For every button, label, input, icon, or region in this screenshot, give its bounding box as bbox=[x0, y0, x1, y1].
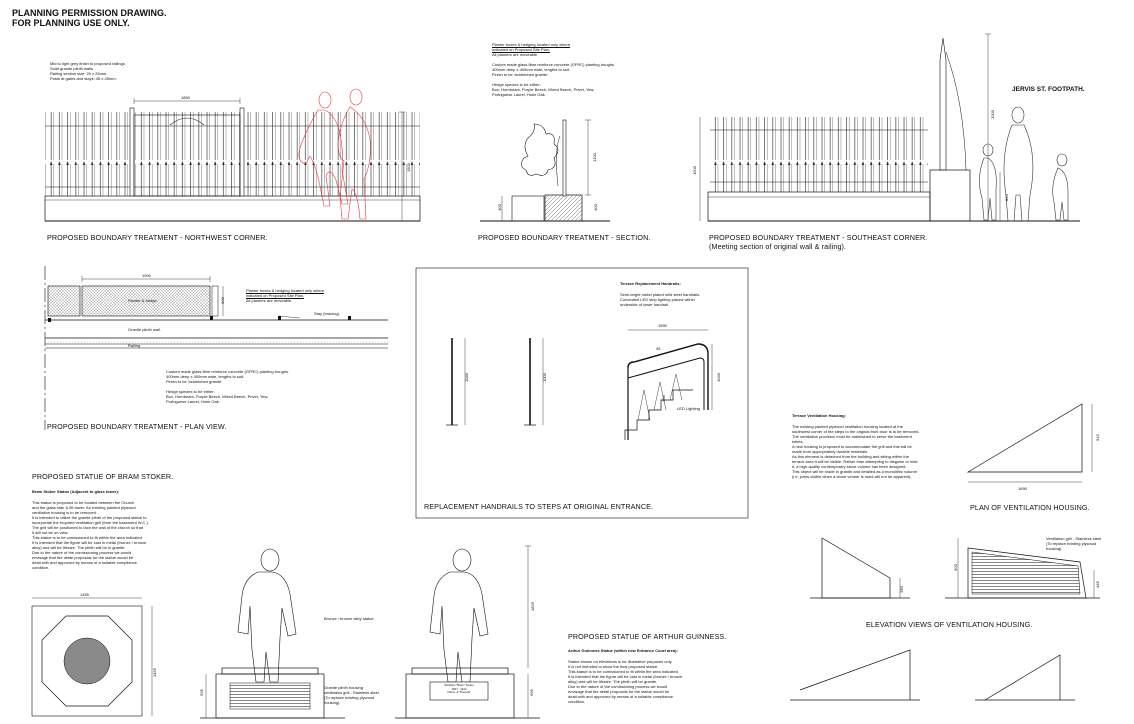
caption-guinness: PROPOSED STATUE OF ARTHUR GUINNESS. bbox=[568, 632, 727, 641]
caption-vent-plan: PLAN OF VENTILATION HOUSING. bbox=[970, 503, 1090, 512]
planter-section-body: All planters are moveable. Custom made g… bbox=[492, 52, 616, 97]
vent-plan bbox=[966, 403, 1093, 483]
bronze-note: Bronze / bronze alloy statue. bbox=[324, 616, 375, 621]
caption-vent-elevations: ELEVATION VIEWS OF VENTILATION HOUSING. bbox=[866, 620, 1033, 629]
handrails-title: Terrace Replacement Handrails: bbox=[620, 281, 681, 286]
statue-plaque: Abraham "Bram" Stoker 1847 - 1912 Author… bbox=[444, 683, 474, 695]
handrails-panel bbox=[415, 267, 749, 519]
led-lighting-label: LED Lighting bbox=[677, 406, 700, 411]
planter-plan-body: All planters are moveable. bbox=[246, 298, 293, 303]
sheet-title: PLANNING PERMISSION DRAWING. bbox=[12, 8, 167, 18]
dim-vent-915: 915 bbox=[1094, 434, 1100, 441]
dim-section-400b: 400 bbox=[592, 204, 598, 211]
dim-elev-280: 280 bbox=[898, 586, 904, 593]
gfrc-plan-note: Custom made glass fibre reinforce concre… bbox=[166, 369, 290, 404]
dim-hr-1000: 1000 bbox=[541, 373, 547, 382]
planter-hedge-label: Planter & hedge. bbox=[128, 298, 158, 303]
dim-stoker-1455b: 1455 bbox=[151, 668, 157, 677]
dim-elev-445: 445 bbox=[1094, 581, 1100, 588]
dim-stoker-1455a: 1455 bbox=[80, 592, 89, 597]
vent-elevations bbox=[790, 537, 1100, 701]
railing-spec-note: Mid to light grey finish to proposed rai… bbox=[50, 61, 126, 81]
dim-stoker-1825: 1825 bbox=[529, 602, 535, 611]
vent-grill-note: Ventilation grill - Stainless steel. (To… bbox=[1046, 536, 1103, 551]
section-drawing bbox=[480, 119, 610, 222]
granite-grill-note: Granite plinth housing ventilation grill… bbox=[324, 685, 380, 705]
caption-handrails: REPLACEMENT HANDRAILS TO STEPS AT ORIGIN… bbox=[424, 502, 654, 511]
plan-view bbox=[44, 266, 388, 430]
guinness-body: Statue shown on elevations is for illust… bbox=[568, 659, 683, 704]
caption-plan-view: PROPOSED BOUNDARY TREATMENT - PLAN VIEW. bbox=[47, 422, 227, 431]
planter-plan-title: Planter boxes & hedging located only whe… bbox=[246, 288, 325, 298]
guinness-title: Arthur Guinness Statue (within new Entra… bbox=[568, 648, 678, 653]
se-elevation bbox=[699, 33, 1080, 222]
handrails-body: Semi-bright nickel plated mild steel han… bbox=[620, 292, 701, 307]
planter-section-title: Planter boxes & hedging located only whe… bbox=[492, 42, 571, 52]
stoker-plan bbox=[31, 597, 153, 717]
dim-stoker-595: 595 bbox=[198, 689, 204, 696]
stoker-title: Bram Stoker Statue (Adjacent to glass to… bbox=[32, 489, 120, 494]
caption-southeast: PROPOSED BOUNDARY TREATMENT - SOUTHEAST … bbox=[709, 233, 928, 242]
caption-southeast-sub: (Meeting section of original wall & rail… bbox=[709, 242, 847, 251]
sheet-subtitle: FOR PLANNING USE ONLY. bbox=[12, 18, 130, 28]
dim-plan-1900: 1900 bbox=[142, 273, 151, 278]
dim-hr-1040a: 1040 bbox=[463, 373, 469, 382]
dim-nw-gate: 1850 bbox=[181, 95, 190, 100]
footpath-label: JERVIS ST. FOOTPATH. bbox=[1012, 86, 1085, 93]
dim-hr-400: 400 bbox=[660, 395, 666, 402]
dim-hr-45: 45 bbox=[656, 346, 661, 351]
stoker-body: This statue is proposed to be located be… bbox=[32, 500, 149, 570]
stay-bracing-label: Stay (bracing). bbox=[314, 311, 341, 316]
dim-nw-height: 1500 bbox=[405, 163, 411, 172]
dim-vent-1690: 1690 bbox=[1018, 486, 1027, 491]
dim-se-2000: 2000 bbox=[989, 110, 995, 119]
caption-northwest: PROPOSED BOUNDARY TREATMENT - NORTHWEST … bbox=[47, 233, 268, 242]
nw-elevation bbox=[44, 88, 421, 222]
dim-section-height: 1100 bbox=[591, 153, 597, 162]
dim-plan-600: 600 bbox=[219, 297, 225, 304]
caption-stoker: PROPOSED STATUE OF BRAM STOKER. bbox=[32, 472, 174, 481]
dim-se-820: 820 bbox=[1003, 194, 1009, 201]
dim-stoker-695: 695 bbox=[528, 689, 534, 696]
caption-section: PROPOSED BOUNDARY TREATMENT - SECTION. bbox=[478, 233, 651, 242]
vent-body: The existing painted plywood ventilation… bbox=[792, 424, 920, 479]
dim-hr-1040b: 1040 bbox=[715, 373, 721, 382]
granite-wall-label: Granite plinth wall. bbox=[128, 327, 161, 332]
stoker-elevations bbox=[200, 545, 540, 719]
dim-elev-900: 900 bbox=[952, 564, 958, 571]
railing-label: Railing. bbox=[128, 343, 142, 348]
dim-section-400a: 400 bbox=[496, 204, 502, 211]
dim-se-1500: 1500 bbox=[691, 166, 697, 175]
dim-hr-1590: 1590 bbox=[658, 323, 667, 328]
vent-title: Terrace Ventilation Housing: bbox=[792, 413, 846, 418]
